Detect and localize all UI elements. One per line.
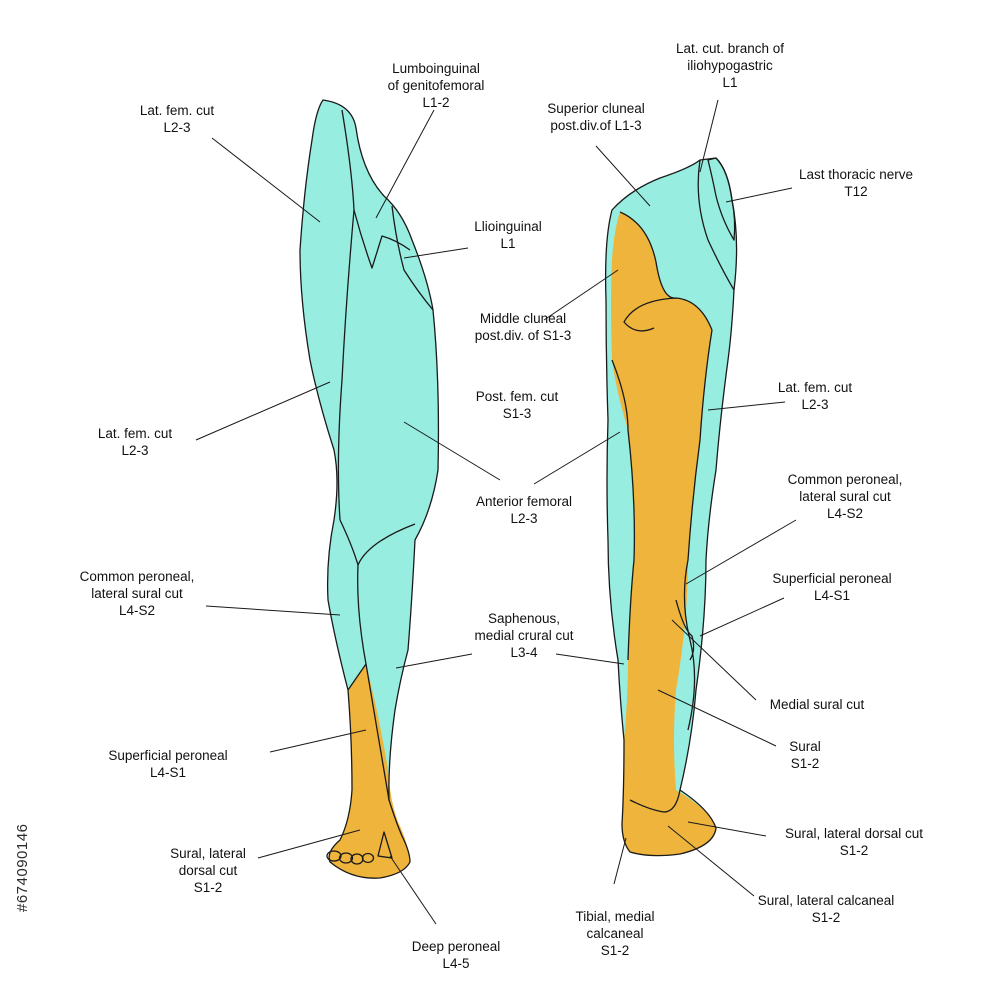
anterior-deep-peroneal-wedge (377, 831, 393, 859)
leader-lines (195, 99, 797, 925)
toe (361, 852, 375, 864)
label-sural-lateral-dorsal-anterior: Sural, lateral dorsal cut S1-2 (170, 846, 246, 895)
anterior-toes (326, 850, 375, 865)
anterior-orange-region (329, 664, 410, 879)
anterior-leg (299, 99, 440, 879)
label-lat-fem-cut-mid: Lat. fem. cut L2-3 (97, 426, 173, 458)
label-lat-cut-iliohypogastric: Lat. cut. branch of iliohypogastric L1 (675, 41, 785, 90)
label-superficial-peroneal-anterior: Superficial peroneal L4-S1 (108, 748, 228, 780)
label-middle-cluneal: Middle cluneal post.div. of S1-3 (474, 311, 572, 343)
label-deep-peroneal: Deep peroneal L4-5 (411, 939, 501, 971)
label-lumboinguinal: Lumboinguinal of genitofemoral L1-2 (387, 61, 485, 110)
label-ilioinguinal: Llioinguinal L1 (474, 219, 542, 251)
label-lat-fem-cut-top: Lat. fem. cut L2-3 (139, 103, 215, 135)
label-anterior-femoral: Anterior femoral L2-3 (475, 494, 573, 526)
label-common-peroneal-posterior: Common peroneal, lateral sural cut L4-S2 (787, 472, 903, 521)
label-superficial-peroneal-posterior: Superficial peroneal L4-S1 (772, 571, 892, 603)
posterior-orange-region (611, 212, 716, 856)
posterior-leg (604, 157, 738, 857)
label-last-thoracic: Last thoracic nerve T12 (798, 167, 914, 199)
label-tibial-medial-calcaneal: Tibial, medial calcaneal S1-2 (575, 909, 655, 958)
label-sural-lateral-calcaneal: Sural, lateral calcaneal S1-2 (757, 893, 895, 925)
label-sural-lateral-dorsal-posterior: Sural, lateral dorsal cut S1-2 (784, 826, 924, 858)
label-common-peroneal-anterior: Common peroneal, lateral sural cut L4-S2 (79, 569, 195, 618)
label-superior-cluneal: Superior cluneal post.div.of L1-3 (547, 101, 645, 133)
label-medial-sural: Medial sural cut (769, 697, 865, 712)
label-saphenous: Saphenous, medial crural cut L3-4 (474, 611, 574, 660)
label-sural: Sural S1-2 (789, 739, 821, 771)
label-post-fem-cut: Post. fem. cut S1-3 (475, 389, 559, 421)
label-lat-fem-cut-posterior: Lat. fem. cut L2-3 (777, 380, 853, 412)
toe (338, 852, 354, 864)
toe (326, 850, 342, 862)
anterior-leg-base (300, 100, 439, 879)
stock-id-watermark: #674090146 (14, 823, 31, 912)
